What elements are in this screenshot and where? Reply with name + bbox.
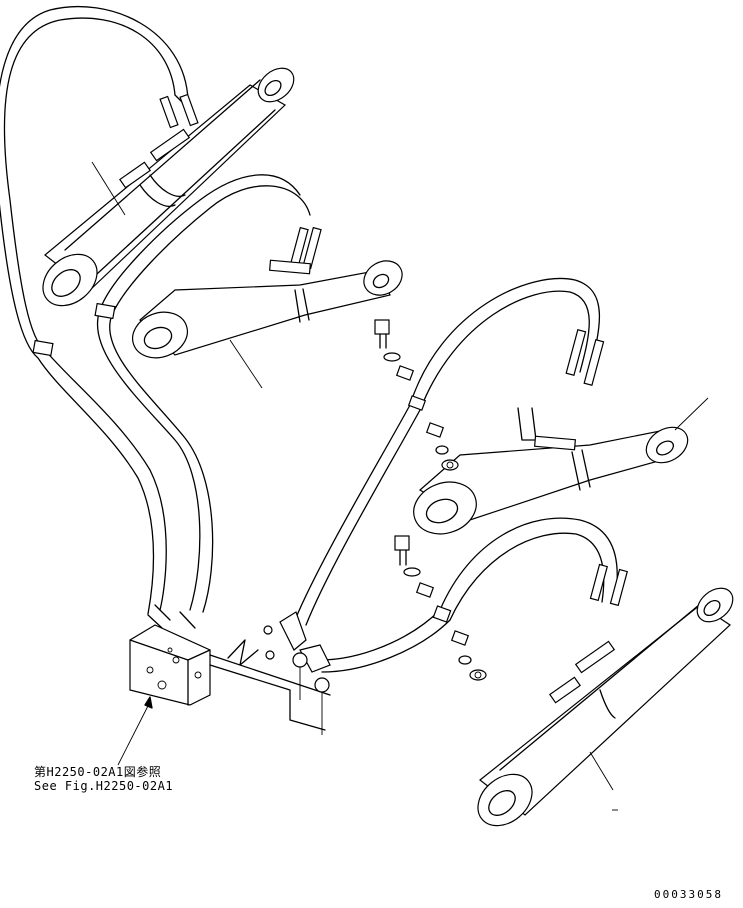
leader-cylinder-middle xyxy=(229,339,263,389)
cylinder-middle xyxy=(132,226,403,359)
figure-reference-en[interactable]: See Fig.H2250-02A1 xyxy=(34,779,174,793)
hardware-lower xyxy=(394,535,487,681)
cylinder-right-middle xyxy=(409,277,689,535)
drawing-number: 00033058 xyxy=(654,888,723,901)
hardware-upper xyxy=(374,319,459,471)
leader-cylinder-top-left xyxy=(91,161,126,216)
hose-to-right-cylinder xyxy=(294,395,427,626)
valve-block xyxy=(129,604,331,731)
cylinder-bottom-right xyxy=(439,517,734,827)
cylinder-top-left xyxy=(42,67,295,307)
fittings-valve-right xyxy=(263,611,331,735)
figure-reference-jp: 第H2250-02A1図参照 xyxy=(34,765,162,779)
leader-cylinder-right-middle xyxy=(674,397,709,431)
leader-cylinder-bottom-right xyxy=(589,751,614,791)
leader-valve-ref xyxy=(117,701,151,766)
hose-to-bottom-cylinder xyxy=(319,605,452,673)
hose-clamps-left xyxy=(32,302,116,357)
